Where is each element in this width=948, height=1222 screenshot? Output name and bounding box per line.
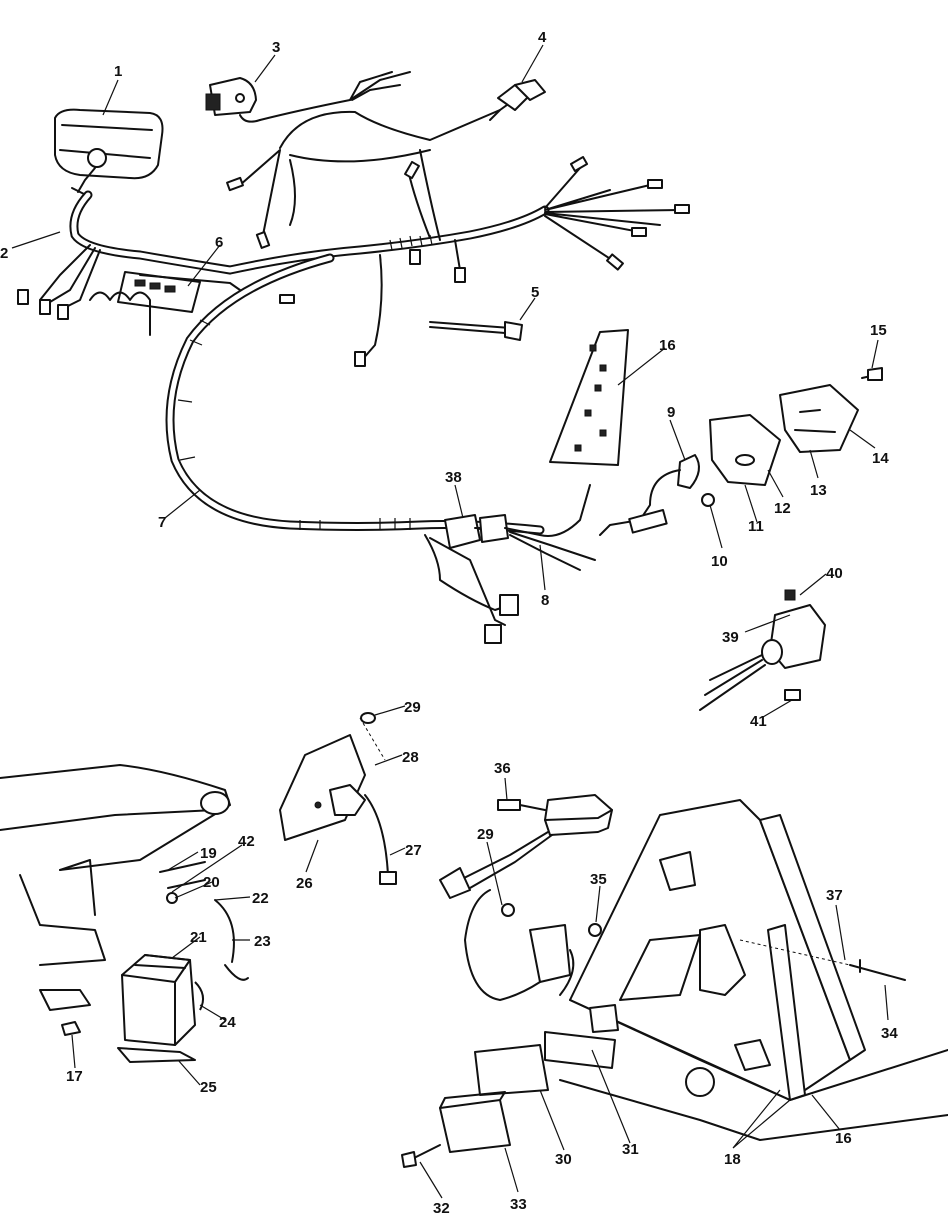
battery-21 [117, 954, 205, 1063]
callout-1: 1 [114, 63, 122, 80]
callout-34: 34 [881, 1025, 898, 1042]
panel-16-bottom [559, 799, 948, 1141]
callout-29-bottom: 29 [477, 826, 494, 843]
callout-21: 21 [190, 929, 207, 946]
connector-set [17, 156, 690, 367]
coil-35 [464, 889, 602, 1001]
callout-37: 37 [826, 887, 843, 904]
callout-12: 12 [774, 500, 791, 517]
callout-20: 20 [203, 874, 220, 891]
headlight-assembly [54, 108, 164, 197]
callout-40: 40 [826, 565, 843, 582]
callout-4: 4 [538, 29, 547, 46]
callout-19: 19 [200, 845, 217, 862]
callout-17: 17 [66, 1068, 83, 1085]
callout-14: 14 [872, 450, 889, 467]
main-wiring-harness [69, 190, 550, 535]
callout-7: 7 [158, 514, 166, 531]
callout-29-top: 29 [404, 699, 421, 716]
taillight-group [599, 367, 883, 536]
callout-30: 30 [555, 1151, 572, 1168]
callout-24: 24 [219, 1014, 236, 1031]
callout-3: 3 [272, 39, 280, 56]
callout-22: 22 [252, 890, 269, 907]
callout-15: 15 [870, 322, 887, 339]
callout-5: 5 [531, 284, 539, 301]
callout-16-top: 16 [659, 337, 676, 354]
leader-lines [11, 44, 889, 1199]
components-30-33 [401, 1031, 616, 1168]
callout-8: 8 [541, 592, 549, 609]
callout-23: 23 [254, 933, 271, 950]
callout-6: 6 [215, 234, 223, 251]
callout-41: 41 [750, 713, 767, 730]
callout-35: 35 [590, 871, 607, 888]
callout-18: 18 [724, 1151, 741, 1168]
frame-section [0, 764, 231, 1036]
bracket-26 [279, 712, 397, 885]
callout-39: 39 [722, 629, 739, 646]
switch-39 [699, 589, 826, 711]
plug-4 [489, 79, 546, 121]
callout-28: 28 [402, 749, 419, 766]
bracket-plate [699, 924, 906, 996]
callout-36: 36 [494, 760, 511, 777]
connector-38 [444, 514, 509, 549]
battery-hardware [159, 861, 249, 981]
callout-2: 2 [0, 245, 8, 262]
callout-13: 13 [810, 482, 827, 499]
callout-25: 25 [200, 1079, 217, 1096]
callout-31: 31 [622, 1141, 639, 1158]
panel-16-top [549, 329, 629, 466]
callout-26: 26 [296, 875, 313, 892]
callout-labels: 1 2 3 4 5 6 7 8 9 10 11 12 13 14 15 16 3… [0, 29, 898, 1217]
callout-10: 10 [711, 553, 728, 570]
callout-11: 11 [748, 518, 764, 535]
callout-33: 33 [510, 1196, 527, 1213]
wire-branches [39, 71, 681, 361]
callout-27: 27 [405, 842, 422, 859]
module-36 [439, 794, 613, 899]
switch-3 [205, 77, 261, 123]
callout-9: 9 [667, 404, 675, 421]
callout-42: 42 [238, 833, 255, 850]
callout-32: 32 [433, 1200, 450, 1217]
fuse-block-6 [89, 271, 241, 336]
callout-16-bottom: 16 [835, 1130, 852, 1147]
wire-5 [429, 321, 523, 341]
callout-38: 38 [445, 469, 462, 486]
lead-8 [424, 484, 596, 644]
